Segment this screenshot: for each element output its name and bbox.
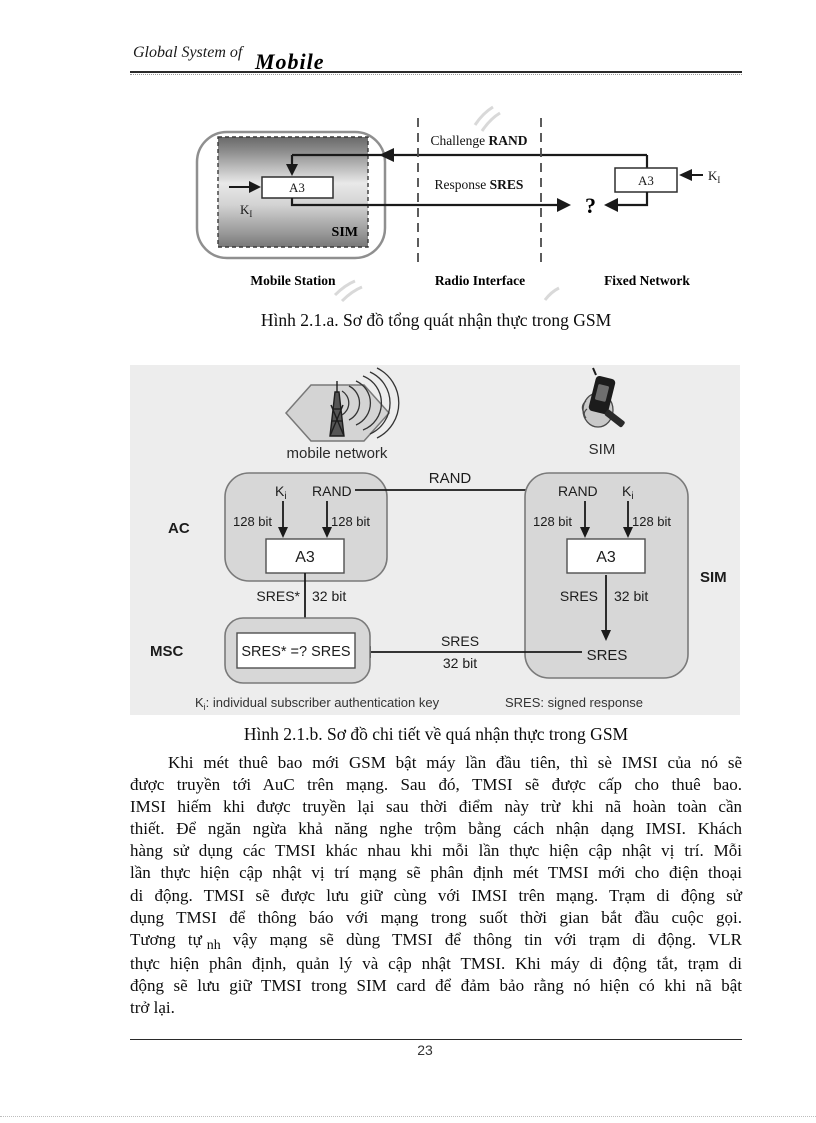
rand-label-ac: RAND (312, 483, 352, 499)
body-line: hàng sử dụng các TMSI khác nhau khi mỗi … (130, 841, 742, 861)
mobile-network-label: mobile network (287, 445, 388, 462)
body-subscript-word: nh (206, 937, 221, 953)
header-title-suffix: Mobile (255, 49, 325, 74)
sim-label: SIM (332, 225, 358, 240)
a3-box-ac-label: A3 (295, 549, 315, 566)
body-line: IMSI hiếm khi được truyền lại sau thời đ… (130, 797, 742, 817)
header-rule-dotted (130, 74, 742, 75)
ki-fixed-arrowhead (679, 169, 692, 181)
body-line: dụng TMSI để thông báo với mạng trong su… (130, 907, 742, 927)
body-line: được truyền tới AuC trên mạng. Sau đó, T… (130, 775, 742, 795)
header-title-prefix: Global System of (133, 44, 243, 61)
rand-label-sim: RAND (558, 483, 598, 499)
radio-waves-icon (341, 367, 400, 439)
body-line: Khi mét thuê bao mới GSM bật máy lần đầu… (168, 753, 742, 772)
body-line: di động. TMSI sẽ được lưu giữ cùng với I… (130, 885, 742, 905)
sres-arrowhead-sim (601, 630, 611, 641)
body-line: thiết. Để ngăn ngừa khả năng nghe trộm b… (130, 819, 742, 839)
body-line-part: vậy mạng sẽ dùng TMSI để thông tin với t… (232, 929, 743, 949)
ki-down-arrowhead-ac (278, 527, 288, 538)
a3-box-fixed-label: A3 (638, 173, 654, 188)
compare-question-mark: ? (585, 193, 596, 218)
sres-transfer-label-top: SRES (441, 633, 479, 649)
legend-ki: Ki: individual subscriber authentication… (195, 695, 440, 712)
a3-box-ac (265, 538, 345, 574)
fixed-result-line (618, 192, 649, 207)
figure-gsm-auth-detail: mobile network SIM AC Ki RAND 128 bit 12… (130, 365, 740, 715)
response-sres-label: Response SRES (435, 177, 524, 192)
rand-down-arrowhead-ac (322, 527, 332, 538)
radio-tower-icon (329, 381, 345, 437)
body-line-part: Tương tự (130, 929, 202, 949)
rand-down-arrowhead-sim (580, 527, 590, 538)
fixed-result-arrowhead (604, 198, 618, 212)
compare-box (236, 632, 356, 669)
sim-side-label: SIM (700, 569, 727, 586)
challenge-down-arrowhead (286, 164, 298, 176)
ki-label-ac: Ki (275, 483, 287, 502)
ki-down-arrowhead-sim (623, 527, 633, 538)
a3-box-mobile (261, 176, 334, 199)
a3-box-sim (566, 538, 646, 574)
bits32-label-sim: 32 bit (614, 588, 648, 604)
ki-label-mobile: KI (240, 202, 252, 219)
body-line: lần thực hiện cập nhật vị trí mạng sẽ ph… (130, 863, 742, 883)
bit128-label-sim-right: 128 bit (632, 514, 671, 529)
ac-label: AC (168, 520, 190, 537)
page-bottom-edge (0, 1116, 816, 1117)
response-line (290, 198, 559, 207)
body-line: động sẽ lưu giữ TMSI trong SIM card để đ… (130, 975, 742, 995)
page-number: 23 (417, 1042, 433, 1058)
response-arrowhead (557, 198, 571, 212)
body-line: trở lại. (130, 998, 175, 1018)
figure-gsm-auth-overview: SIM A3 KI ? A3 KI Challenge RAN (195, 105, 720, 303)
legend-sres: SRES: signed response (505, 695, 643, 710)
figure2-caption: Hình 2.1.b. Sơ đồ chi tiết về quá nhận t… (243, 724, 629, 744)
sim-phone-icon (581, 367, 625, 428)
bit128-label-ac-left: 128 bit (233, 514, 272, 529)
sim-icon-label: SIM (589, 441, 616, 458)
header-rule (130, 71, 742, 73)
body-line: thực hiện phân định, quản lý và cập nhật… (130, 953, 742, 973)
column-label-radio-interface: Radio Interface (435, 273, 525, 288)
bit128-label-sim-left: 128 bit (533, 514, 572, 529)
figure1-caption: Hình 2.1.a. Sơ đồ tổng quát nhận thực tr… (260, 310, 612, 330)
sres-label-sim: SRES (560, 588, 598, 604)
challenge-arrowhead (379, 148, 394, 162)
a3-box-sim-label: A3 (596, 549, 616, 566)
sres-transfer-label-bottom: 32 bit (443, 655, 477, 671)
column-label-fixed-network: Fixed Network (604, 273, 690, 288)
challenge-rand-label: Challenge RAND (430, 133, 527, 148)
footer-rule (130, 1039, 742, 1040)
bits32-label-ac: 32 bit (312, 588, 346, 604)
rand-transfer-label: RAND (429, 470, 472, 487)
msc-label: MSC (150, 643, 184, 660)
watermark-marks (333, 105, 560, 303)
sres-output-label: SRES (587, 647, 628, 664)
column-label-mobile-station: Mobile Station (250, 273, 336, 288)
a3-box-mobile-label: A3 (289, 180, 305, 195)
ki-label-sim: Ki (622, 483, 634, 502)
bit128-label-ac-right: 128 bit (331, 514, 370, 529)
body-paragraph: Khi mét thuê bao mới GSM bật máy lần đầu… (130, 752, 742, 1019)
sres-star-label: SRES* (256, 588, 300, 604)
ki-label-fixed: KI (708, 168, 720, 185)
ki-arrowhead (249, 181, 261, 193)
compare-box-label: SRES* =? SRES (241, 644, 350, 660)
